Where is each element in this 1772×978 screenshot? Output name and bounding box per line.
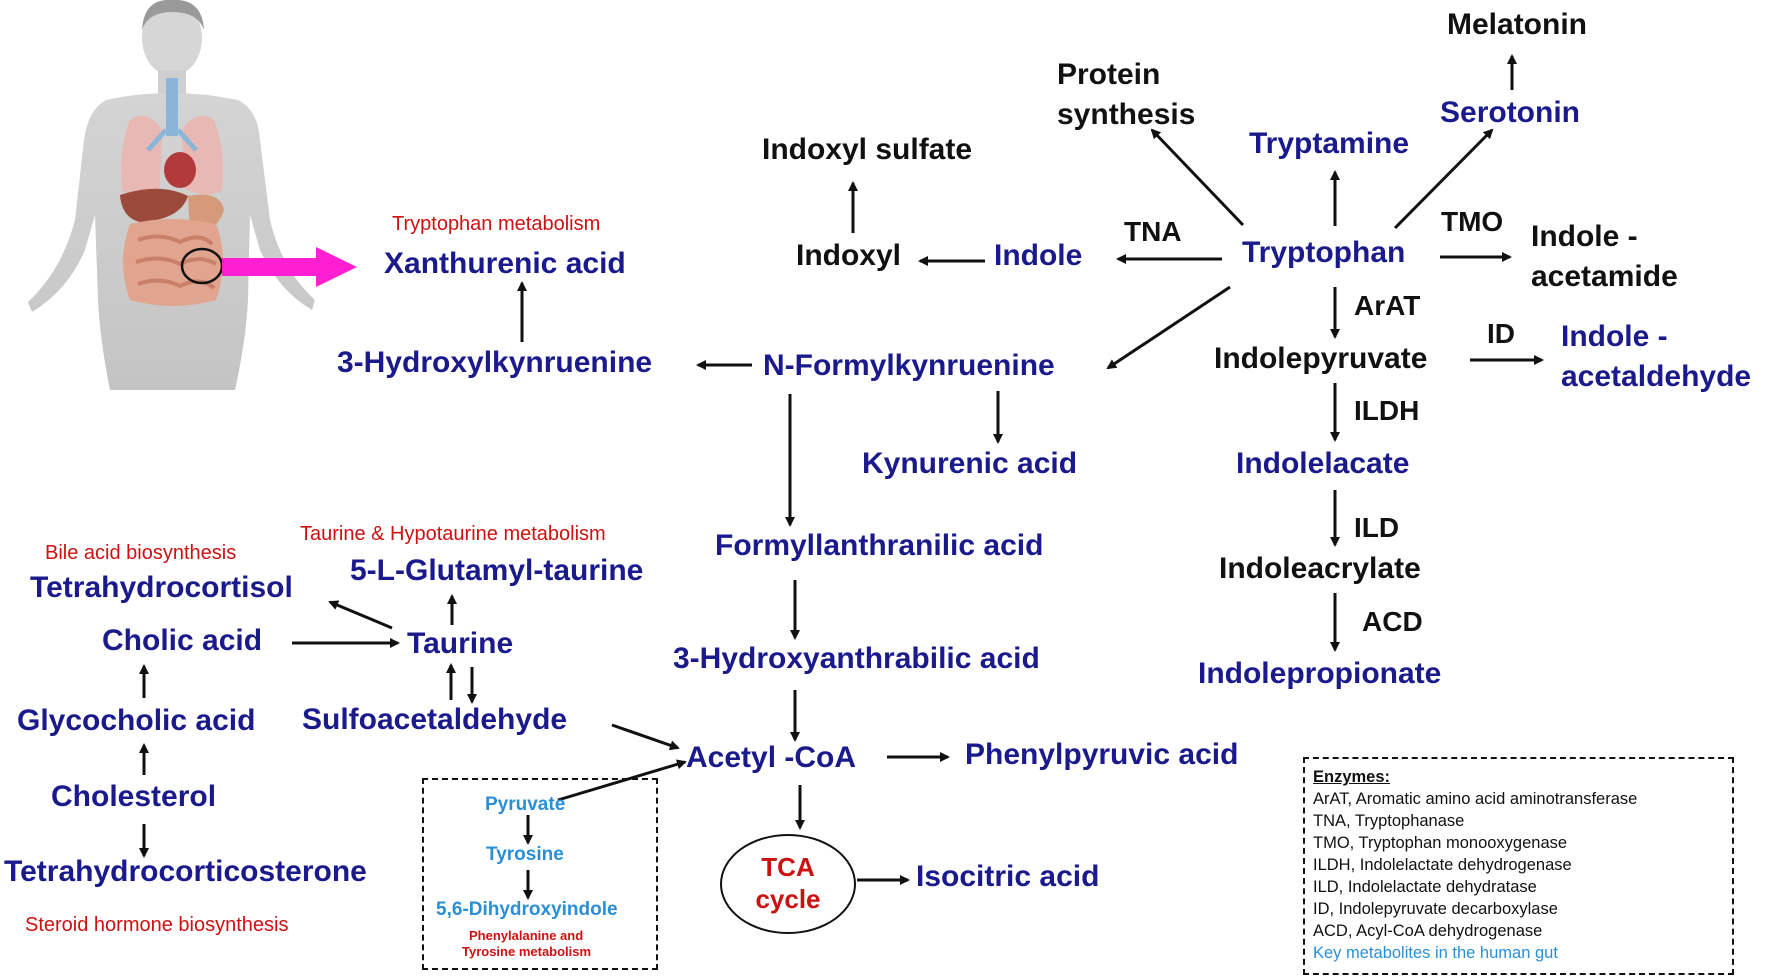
metabolite-pyruvate: Pyruvate [485, 794, 566, 815]
enzyme-arat: ArAT [1354, 290, 1421, 321]
legend-entry: ACD, Acyl-CoA dehydrogenase [1313, 922, 1543, 940]
metabolite-glycocholic-acid: Glycocholic acid [17, 704, 256, 737]
pathway-label-bile-acid: Bile acid biosynthesis [45, 542, 237, 564]
metabolite-cholesterol: Cholesterol [51, 780, 217, 813]
metabolite-indoleacrylate: Indoleacrylate [1219, 552, 1421, 585]
phenylalanine-tyrosine-box [422, 778, 658, 970]
enzymes-legend-box [1303, 757, 1734, 975]
legend-entry: ILDH, Indolelactate dehydrogenase [1313, 856, 1572, 874]
enzyme-tmo: TMO [1441, 206, 1504, 237]
enzyme-id: ID [1487, 318, 1515, 349]
metabolite-tetrahydrocortisol: Tetrahydrocortisol [30, 571, 293, 604]
metabolite-acetyl-coa: Acetyl -CoA [686, 741, 857, 774]
metabolite-melatonin: Melatonin [1447, 8, 1587, 41]
tca-cycle-label-line1: TCA [761, 852, 815, 882]
metabolite-indole: Indole [994, 239, 1083, 272]
pathway-label-tryptophan-metabolism: Tryptophan metabolism [392, 213, 601, 235]
metabolite-5-6-dihydroxyindole: 5,6-Dihydroxyindole [436, 899, 618, 920]
metabolite-tyrosine: Tyrosine [486, 844, 564, 865]
metabolite-isocitric-acid: Isocitric acid [916, 860, 1100, 893]
enzyme-ildh: ILDH [1354, 395, 1420, 426]
metabolite-xanthurenic-acid: Xanthurenic acid [384, 247, 626, 280]
gut-arrow-icon [222, 247, 357, 287]
legend-footer: Key metabolites in the human gut [1313, 944, 1558, 962]
enzyme-tna: TNA [1124, 216, 1182, 247]
human-body-illustration [28, 0, 315, 390]
legend-entry: TNA, Tryptophanase [1313, 812, 1465, 830]
metabolite-3-hydroxylkynruenine: 3-Hydroxylkynruenine [337, 346, 653, 379]
metabolite-phenylpyruvic-acid: Phenylpyruvic acid [965, 738, 1239, 771]
metabolite-protein-synthesis-line1: Protein [1057, 58, 1161, 91]
metabolite-indolelacate: Indolelacate [1236, 447, 1410, 480]
legend-entry: ID, Indolepyruvate decarboxylase [1313, 900, 1558, 918]
metabolite-tryptophan: Tryptophan [1242, 236, 1406, 269]
tca-cycle-node: TCA cycle [720, 834, 856, 934]
metabolite-kynurenic-acid: Kynurenic acid [862, 447, 1078, 480]
enzyme-ild: ILD [1354, 512, 1400, 543]
legend-entry: ArAT, Aromatic amino acid aminotransfera… [1313, 790, 1638, 808]
legend-entry: ILD, Indolelactate dehydratase [1313, 878, 1537, 896]
enzyme-acd: ACD [1362, 606, 1423, 637]
pathway-label-steroid-hormone: Steroid hormone biosynthesis [25, 914, 289, 936]
tca-cycle-label-line2: cycle [755, 884, 821, 914]
metabolite-tetrahydrocorticosterone: Tetrahydrocorticosterone [4, 855, 367, 888]
metabolite-sulfoacetaldehyde: Sulfoacetaldehyde [302, 703, 568, 736]
metabolite-n-formylkynruenine: N-Formylkynruenine [763, 349, 1055, 382]
legend-entry: TMO, Tryptophan monooxygenase [1313, 834, 1568, 852]
metabolite-5-l-glutamyl-taurine: 5-L-Glutamyl-taurine [350, 554, 644, 587]
metabolite-serotonin: Serotonin [1440, 96, 1580, 129]
metabolite-tryptamine: Tryptamine [1249, 127, 1410, 160]
metabolite-formyllanthranilic-acid: Formyllanthranilic acid [715, 529, 1044, 562]
metabolite-taurine: Taurine [407, 627, 514, 660]
metabolite-cholic-acid: Cholic acid [102, 624, 263, 657]
metabolite-indoxyl-sulfate: Indoxyl sulfate [762, 133, 973, 166]
legend-title: Enzymes: [1313, 768, 1391, 786]
metabolite-protein-synthesis-line2: synthesis [1057, 98, 1196, 131]
metabolite-indolepropionate: Indolepropionate [1198, 657, 1442, 690]
pathway-label-phenylalanine-line1: Phenylalanine and [469, 928, 584, 943]
metabolite-indolepyruvate: Indolepyruvate [1214, 342, 1428, 375]
metabolite-indole-acetamide-line2: acetamide [1531, 260, 1678, 293]
pathway-label-phenylalanine-line2: Tyrosine metabolism [462, 944, 592, 959]
metabolite-indole-acetaldehyde-line2: acetaldehyde [1561, 360, 1752, 393]
pathway-label-taurine-metabolism: Taurine & Hypotaurine metabolism [300, 523, 606, 545]
metabolite-indole-acetaldehyde-line1: Indole - [1561, 320, 1668, 353]
metabolite-indole-acetamide-line1: Indole - [1531, 220, 1638, 253]
metabolite-3-hydroxyanthrabilic-acid: 3-Hydroxyanthrabilic acid [673, 642, 1040, 675]
metabolite-indoxyl: Indoxyl [796, 239, 902, 272]
